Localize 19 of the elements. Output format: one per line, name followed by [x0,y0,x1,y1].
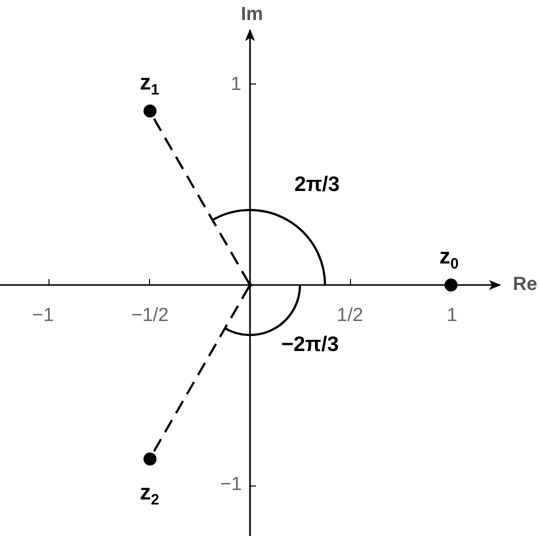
angle-label: 2π/3 [294,173,340,197]
tick-label: 1 [230,74,242,96]
dashed-line [152,286,250,454]
point-label: z$_{1}$ [140,69,160,99]
point-dot [143,104,156,118]
point-label: z$_{0}$ [439,243,459,273]
tick-label: −1 [32,305,54,327]
point-label: z$_{2}$ [140,479,160,509]
axis-label: Im [240,4,264,26]
tick-label: −1/2 [131,305,169,327]
origin-point [248,283,252,287]
point-dot [444,278,458,292]
angle-label: −2π/3 [281,333,339,357]
dashed-line [152,116,250,284]
tick-label: −1 [220,474,242,496]
tick-label: 1/2 [336,305,364,327]
point-dot [143,452,156,466]
tick-label: 1 [446,305,458,327]
axis-label: Re [512,274,538,296]
